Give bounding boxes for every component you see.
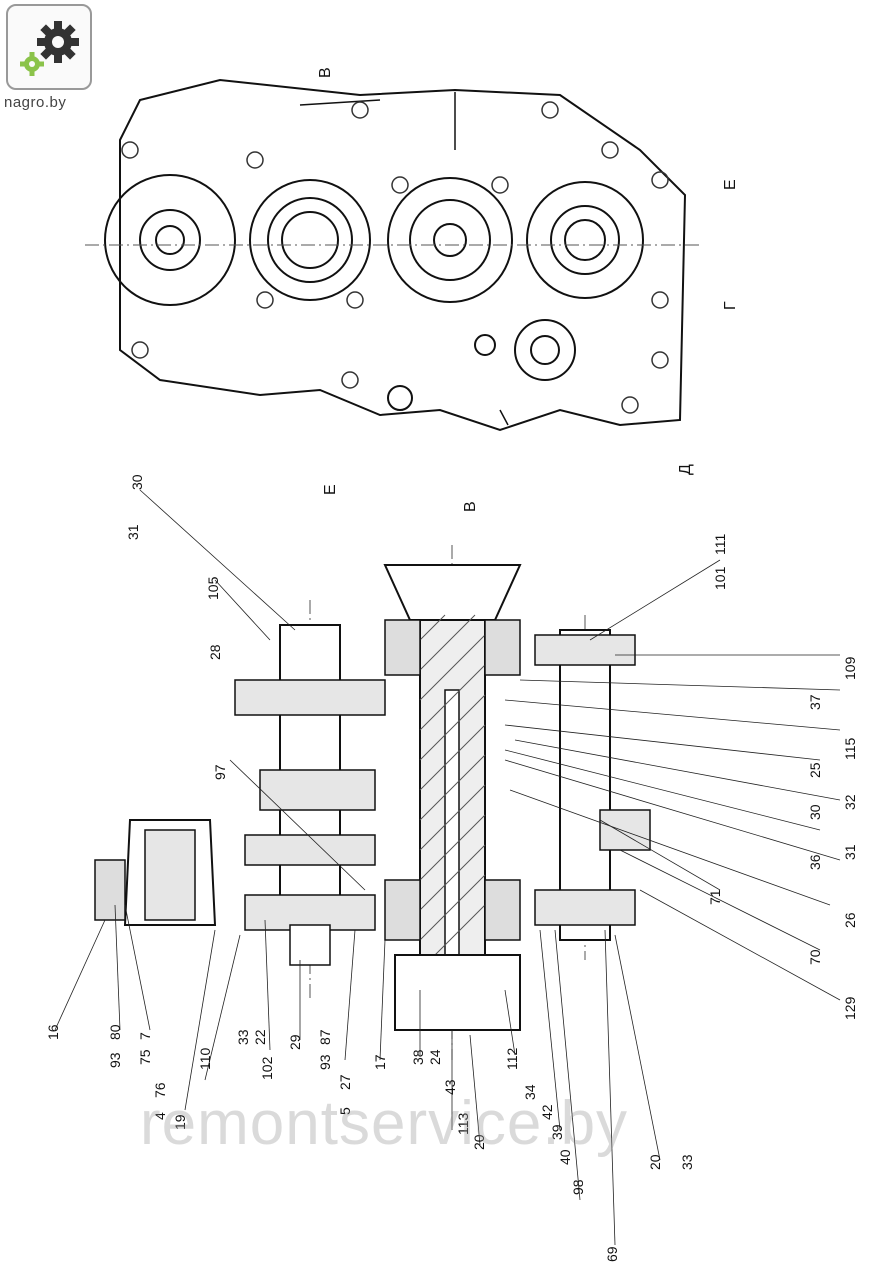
callout-27: 27 [337, 1074, 353, 1090]
view-label-v-top: В [317, 67, 334, 78]
callout-97: 97 [212, 764, 228, 780]
callout-28: 28 [207, 644, 223, 660]
view-label-g-right: Г [722, 301, 739, 310]
callout-29: 29 [287, 1034, 303, 1050]
site-label: nagro.by [4, 94, 67, 111]
callout-110: 110 [197, 1047, 213, 1070]
callout-38: 38 [410, 1049, 426, 1065]
callout-5: 5 [337, 1107, 353, 1115]
callout-87: 87 [317, 1029, 333, 1045]
callout-24: 24 [427, 1049, 443, 1065]
callout-40: 40 [557, 1149, 573, 1165]
callout-93b: 93 [317, 1054, 333, 1070]
callout-17: 17 [372, 1054, 388, 1070]
callout-76: 76 [152, 1082, 168, 1098]
callout-42: 42 [539, 1104, 555, 1120]
callout-39: 39 [549, 1124, 565, 1140]
callout-105: 105 [205, 576, 221, 600]
callout-80: 80 [107, 1024, 123, 1040]
callout-111: 111 [712, 534, 728, 555]
gear-icon [20, 21, 79, 76]
callout-113: 113 [455, 1112, 471, 1135]
callout-33-bottom: 33 [679, 1154, 695, 1170]
callout-26: 26 [842, 912, 858, 928]
view-labels: В Е Г Е В Д [317, 67, 739, 512]
callout-4: 4 [152, 1112, 168, 1120]
callout-75: 75 [137, 1049, 153, 1065]
hatching [419, 614, 486, 971]
callout-102: 102 [259, 1056, 275, 1080]
callout-34: 34 [522, 1084, 538, 1100]
callout-43: 43 [442, 1079, 458, 1095]
callout-19: 19 [172, 1114, 188, 1130]
callout-33: 33 [235, 1029, 251, 1045]
section-view [94, 564, 651, 1031]
callout-129: 129 [842, 996, 858, 1020]
callout-109: 109 [842, 656, 858, 680]
housing-plan-view [104, 78, 687, 432]
callout-20: 20 [471, 1134, 487, 1150]
callout-71: 71 [707, 889, 723, 905]
callout-31-top: 31 [125, 524, 141, 540]
callout-16: 16 [45, 1024, 61, 1040]
callout-36: 36 [807, 854, 823, 870]
callout-98: 98 [570, 1179, 586, 1195]
callout-20-bottom: 20 [647, 1154, 663, 1170]
callout-69: 69 [604, 1246, 620, 1262]
view-label-d-right: Д [677, 464, 694, 475]
callout-115: 115 [842, 737, 858, 760]
callout-25: 25 [807, 762, 823, 778]
view-label-e-right: Е [722, 179, 739, 190]
callout-93: 93 [107, 1052, 123, 1068]
leader-lines [54, 489, 841, 1246]
callout-30-right: 30 [807, 804, 823, 820]
callout-101: 101 [712, 566, 728, 590]
bolt-holes [121, 101, 669, 414]
site-logo [6, 4, 92, 90]
view-label-e-left: Е [322, 484, 339, 495]
callout-70: 70 [807, 949, 823, 965]
callout-numbers: 16 93 80 7 75 4 76 19 110 33 22 102 29 9… [45, 474, 858, 1262]
callout-32: 32 [842, 794, 858, 810]
callout-7: 7 [137, 1032, 153, 1040]
callout-22: 22 [252, 1029, 268, 1045]
view-label-v-bottom: В [462, 501, 479, 512]
callout-30-top: 30 [129, 474, 145, 490]
callout-31-right: 31 [842, 844, 858, 860]
callout-37: 37 [807, 694, 823, 710]
callout-112: 112 [504, 1047, 520, 1070]
